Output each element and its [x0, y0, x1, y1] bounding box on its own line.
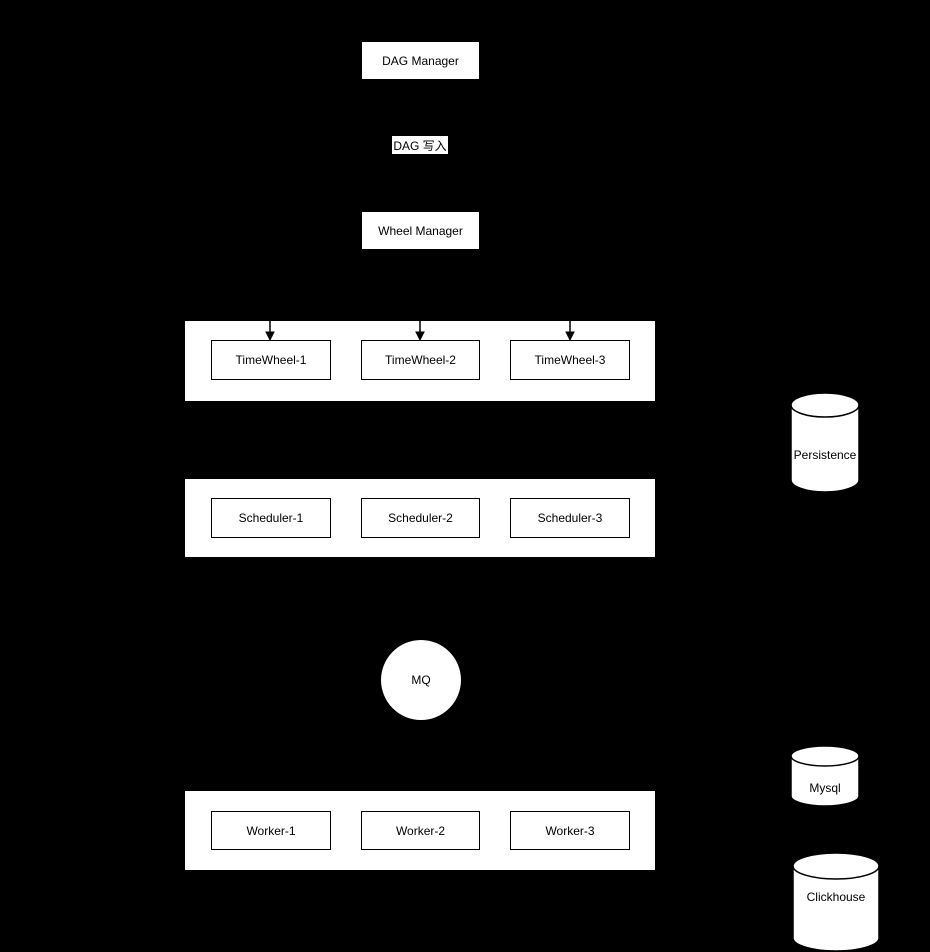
node-mq: MQ — [381, 640, 461, 720]
database-mysql-label: Mysql — [809, 781, 841, 795]
diagram-canvas: DAG Manager DAG 写入 Wheel Manager TimeWhe… — [185, 41, 880, 952]
node-timewheel-2: TimeWheel-2 — [361, 340, 480, 380]
database-cylinder-icon — [790, 745, 860, 807]
database-clickhouse-label: Clickhouse — [806, 890, 866, 904]
database-cylinder-icon — [790, 392, 860, 493]
node-scheduler-1: Scheduler-1 — [211, 498, 331, 538]
timewheel-group: TimeWheel-1 TimeWheel-2 TimeWheel-3 — [185, 321, 655, 401]
node-scheduler-2: Scheduler-2 — [361, 498, 480, 538]
node-wheel-manager: Wheel Manager — [361, 211, 480, 250]
scheduler-group: Scheduler-1 Scheduler-2 Scheduler-3 — [185, 479, 655, 557]
worker-group: Worker-1 Worker-2 Worker-3 — [185, 791, 655, 870]
node-dag-manager: DAG Manager — [361, 41, 480, 80]
arrow-down-icon — [265, 321, 575, 341]
node-worker-1: Worker-1 — [211, 811, 331, 850]
database-clickhouse: Clickhouse — [792, 852, 880, 952]
node-worker-3: Worker-3 — [510, 811, 630, 850]
database-mysql: Mysql — [790, 745, 860, 807]
node-scheduler-3: Scheduler-3 — [510, 498, 630, 538]
database-persistence: Persistence — [790, 392, 860, 493]
node-timewheel-1: TimeWheel-1 — [211, 340, 331, 380]
node-worker-2: Worker-2 — [361, 811, 480, 850]
edge-label-dag-write: DAG 写入 — [392, 136, 448, 154]
database-persistence-label: Persistence — [793, 448, 857, 462]
node-timewheel-3: TimeWheel-3 — [510, 340, 630, 380]
